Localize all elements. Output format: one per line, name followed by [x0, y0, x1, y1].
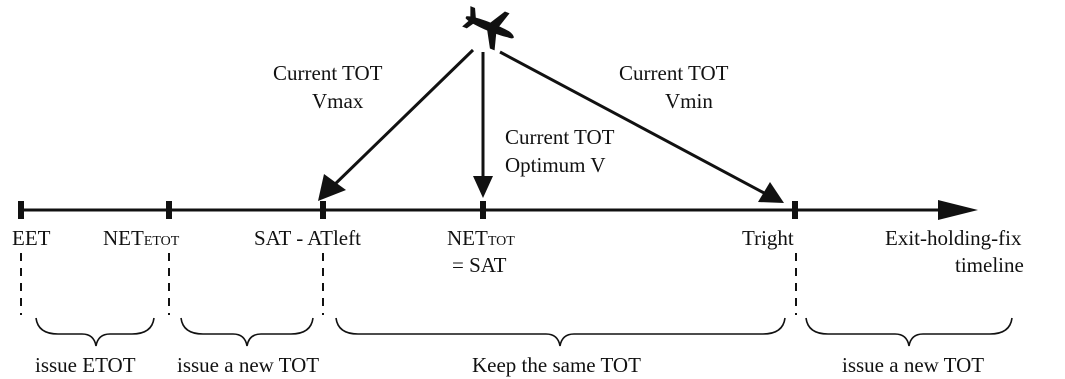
label-net-tot-sub: TOT	[488, 234, 515, 249]
vmin-label-line2: Vmin	[665, 89, 713, 113]
label-net-tot-main: NET	[447, 226, 488, 250]
vmax-label-line1: Current TOT	[273, 61, 383, 85]
segment-label-issue-etot: issue ETOT	[35, 353, 136, 377]
tick-sat-atleft	[320, 201, 326, 219]
timeline-label-line1: Exit-holding-fix	[885, 226, 1022, 250]
segment-label-issue-new-tot-1: issue a new TOT	[177, 353, 319, 377]
brace-issue-etot	[35, 317, 155, 347]
tick-eet	[18, 201, 24, 219]
timeline-arrowhead	[938, 200, 978, 220]
tick-net-etot	[166, 201, 172, 219]
arrow-vmax-head	[318, 174, 346, 201]
arrow-optimum-head	[473, 176, 493, 198]
arrow-vmin	[499, 50, 767, 196]
label-sat-atleft: SAT - ATleft	[254, 226, 361, 250]
arrow-vmin-head	[758, 182, 784, 203]
label-net-tot: NETTOT	[447, 226, 515, 250]
segment-label-keep-same-tot: Keep the same TOT	[472, 353, 641, 377]
label-net-tot-line2: = SAT	[452, 253, 507, 277]
brace-issue-new-tot-2	[805, 317, 1013, 347]
airplane-icon	[462, 6, 514, 51]
label-eet: EET	[12, 226, 51, 250]
optimum-label-line1: Current TOT	[505, 125, 615, 149]
label-tright: Tright	[742, 226, 794, 250]
vmax-label-line2: Vmax	[312, 89, 364, 113]
brace-keep-same-tot	[335, 317, 786, 347]
tick-tright	[792, 201, 798, 219]
segment-label-issue-new-tot-2: issue a new TOT	[842, 353, 984, 377]
vmin-label-line1: Current TOT	[619, 61, 729, 85]
arrow-vmax	[328, 48, 475, 191]
timeline-label-line2: timeline	[955, 253, 1024, 277]
label-net-etot: NETETOT	[103, 226, 180, 250]
label-net-etot-sub: ETOT	[144, 234, 180, 249]
optimum-label-line2: Optimum V	[505, 153, 606, 177]
brace-issue-new-tot-1	[180, 317, 314, 347]
label-net-etot-main: NET	[103, 226, 144, 250]
tick-net-tot	[480, 201, 486, 219]
